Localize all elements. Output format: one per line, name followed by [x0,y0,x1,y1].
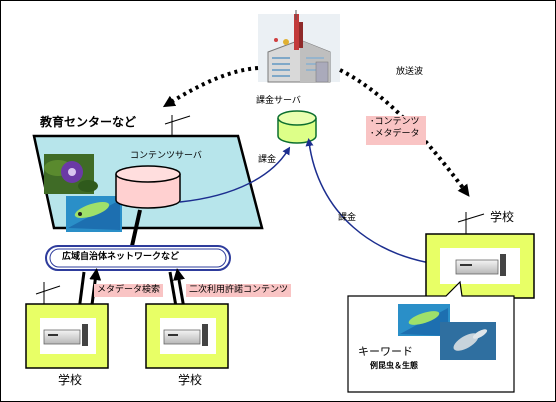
content-metadata-tag: ･コンテンツ ･メタデータ [366,116,426,145]
center-network-link [130,209,142,247]
broadcast-station-building [258,10,340,83]
network-oval [45,245,231,271]
billing-server-cylinder [277,110,317,144]
antenna-education-center [164,115,191,136]
keyword-callout [347,280,515,393]
billing-arrow-left [179,146,291,203]
billing-left-label: 課金 [258,155,277,165]
photo-morning-glory [44,154,98,194]
antenna-school-left [35,282,61,304]
school-right-device [455,254,506,276]
photo-insect-leaf [66,196,122,232]
photo-fish-callout [440,322,496,360]
network-label: 広域自治体ネットワークなど [62,252,180,262]
billing-right-label: 課金 [338,213,357,223]
contents-server-label: コンテンツサーバ [130,151,202,161]
school-middle-label: 学校 [178,373,203,387]
secondary-use-tag: 二次利用許諾コンテンツ [186,284,292,297]
billing-arrow-right [305,138,455,267]
billing-server-label: 課金サーバ [256,96,301,106]
broadcast-arrow-to-center [162,66,259,108]
metadata-line: ･メタデータ [370,129,420,139]
school-left-device [43,324,88,346]
broadcast-wave-label: 放送波 [396,67,424,77]
school-right-label: 学校 [490,210,515,224]
broadcast-arrow-to-school [339,68,470,197]
school-middle-device [163,324,208,346]
keyword-label: キーワード [358,345,413,358]
content-line: ･コンテンツ [370,117,420,127]
network-oval-inner [49,248,227,268]
education-center-label: 教育センターなど [40,115,137,129]
keyword-example: 例昆虫＆生態 [370,361,418,370]
school-left-label: 学校 [58,373,83,387]
metadata-search-tag: メタデータ検索 [94,284,164,297]
photo-insect-callout [398,304,450,336]
contents-server-cylinder [115,165,181,209]
antenna-school-right [457,212,485,234]
